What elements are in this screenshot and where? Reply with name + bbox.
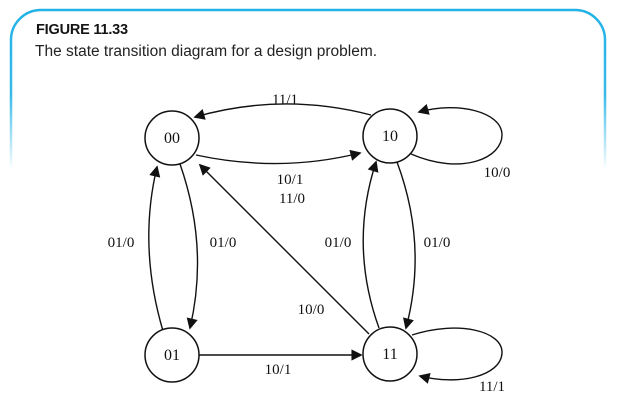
state-node-11: [362, 326, 418, 382]
edge-label-01-to-00: 01/0: [108, 235, 135, 251]
state-label-01: 01: [164, 347, 180, 364]
edge-label-11-to-00-diagonal: 10/0: [298, 302, 325, 318]
state-label-10: 10: [382, 128, 398, 145]
edge-11-self-loop: [411, 327, 503, 384]
state-node-10: [362, 108, 418, 164]
edge-00-to-01: [179, 163, 199, 330]
state-label-11: 11: [382, 346, 397, 363]
edge-label-11-self-loop: 11/1: [479, 379, 505, 395]
edge-label-00-to-10-line2: 11/0: [279, 191, 305, 207]
edge-11-to-10: [362, 160, 380, 329]
edge-label-00-to-01: 01/0: [210, 235, 237, 251]
edge-label-00-to-10-line1: 10/1: [277, 172, 304, 188]
edge-label-10-to-11: 01/0: [424, 235, 451, 251]
edge-label-10-to-00: 11/1: [272, 92, 298, 108]
state-node-00: [144, 110, 200, 166]
state-label-00: 00: [164, 130, 180, 147]
edge-11-to-00-diagonal: [198, 163, 370, 335]
edge-10-self-loop: [410, 104, 503, 165]
figure-label: FIGURE 11.33: [36, 22, 128, 38]
edge-00-to-10: [195, 149, 362, 165]
edge-label-01-to-11: 10/1: [265, 362, 292, 378]
state-node-01: [144, 327, 200, 383]
edge-01-to-00: [148, 165, 164, 332]
edge-label-11-to-10: 01/0: [325, 235, 352, 251]
edge-10-to-11: [396, 161, 416, 330]
figure-frame-border: [9, 8, 607, 394]
figure-caption: The state transition diagram for a desig…: [35, 43, 378, 60]
edge-label-10-self-loop: 10/0: [484, 165, 511, 181]
edge-10-to-00: [193, 103, 372, 120]
